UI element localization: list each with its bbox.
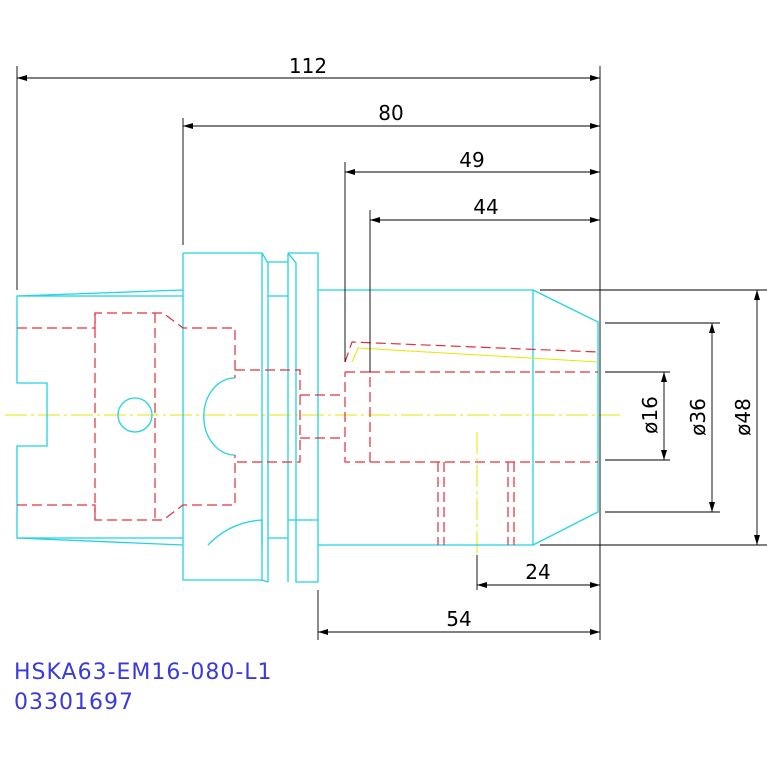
dimension-lines: [17, 75, 760, 635]
dim-49-label: 49: [459, 148, 484, 172]
dim-dia48-label: ø48: [731, 398, 755, 436]
holder-outline: [16, 252, 599, 583]
hidden-lines: [17, 312, 599, 545]
part-number-label: HSKA63-EM16-080-L1: [14, 660, 273, 685]
dim-44-label: 44: [473, 195, 498, 219]
dim-dia16-label: ø16: [638, 396, 662, 434]
dim-dia36-label: ø36: [686, 398, 710, 436]
dim-24-label: 24: [525, 560, 550, 584]
collet-taper-yellow: [351, 347, 599, 363]
dim-54-label: 54: [446, 607, 471, 631]
dim-112-label: 112: [289, 54, 327, 78]
extension-lines: [16, 66, 767, 640]
center-line: [5, 414, 620, 555]
dim-80-label: 80: [378, 101, 403, 125]
part-code-label: 03301697: [14, 690, 134, 715]
